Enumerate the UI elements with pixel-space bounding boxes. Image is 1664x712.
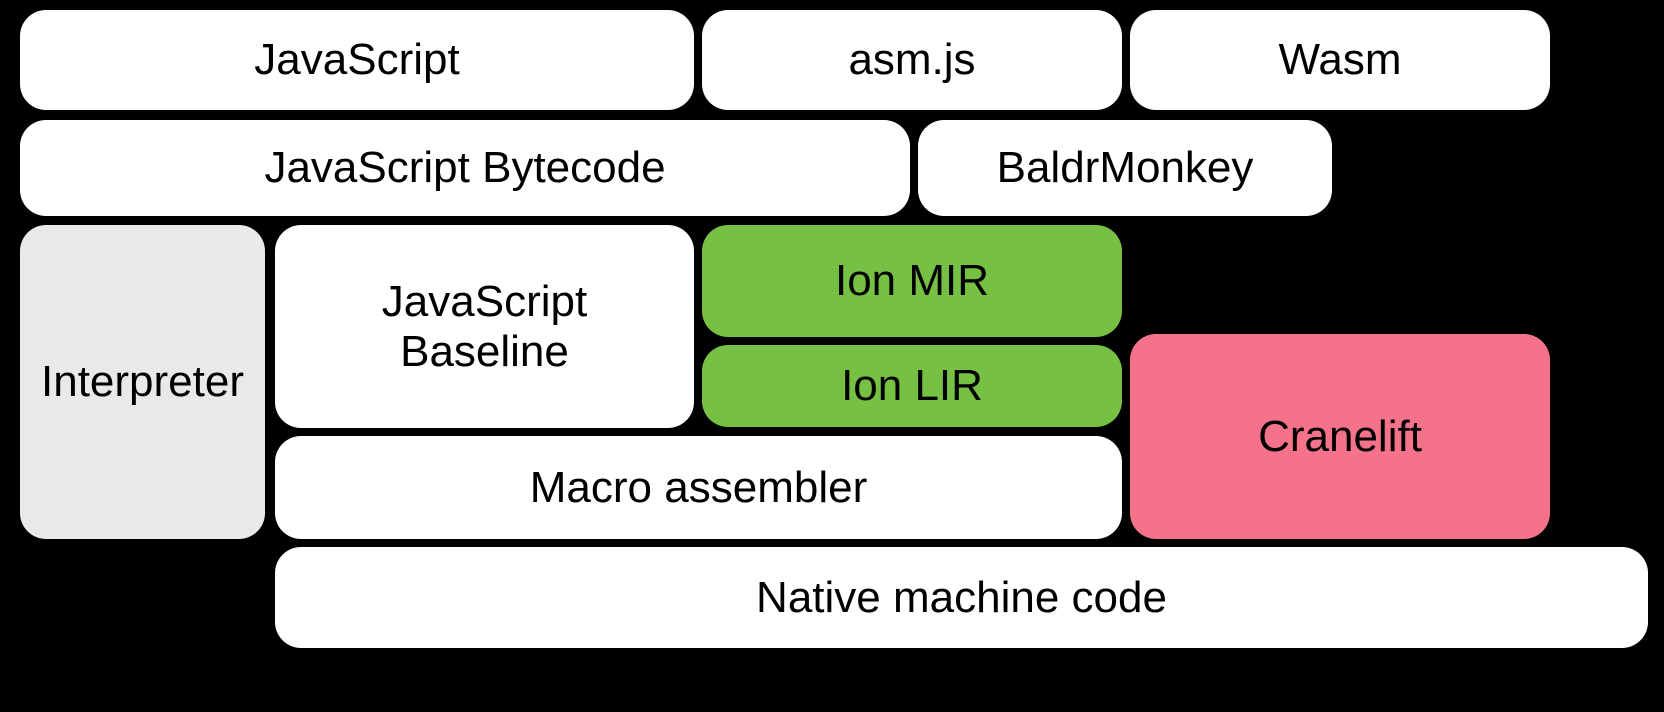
node-native-machine-code: Native machine code bbox=[275, 547, 1648, 648]
node-javascript-bytecode: JavaScript Bytecode bbox=[20, 120, 910, 216]
node-asm-js: asm.js bbox=[702, 10, 1122, 110]
node-interpreter: Interpreter bbox=[20, 225, 265, 539]
node-javascript-baseline: JavaScript Baseline bbox=[275, 225, 694, 428]
node-javascript: JavaScript bbox=[20, 10, 694, 110]
node-cranelift: Cranelift bbox=[1130, 334, 1550, 539]
node-baldrmonkey: BaldrMonkey bbox=[918, 120, 1332, 216]
node-macro-assembler: Macro assembler bbox=[275, 436, 1122, 539]
node-ion-lir: Ion LIR bbox=[702, 345, 1122, 427]
node-ion-mir: Ion MIR bbox=[702, 225, 1122, 337]
node-wasm: Wasm bbox=[1130, 10, 1550, 110]
